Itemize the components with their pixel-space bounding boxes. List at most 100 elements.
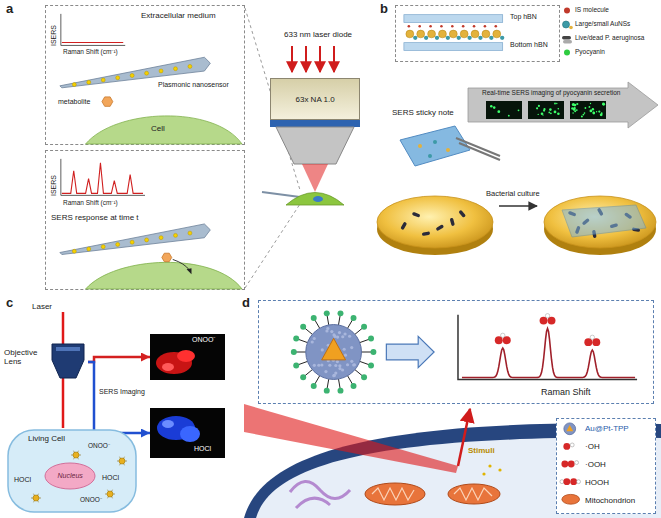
box-text: 63x NA 1.0 — [296, 95, 335, 104]
illustration-circle — [417, 30, 425, 38]
illustration-circle — [554, 103, 556, 105]
imaging-band: Real-time SERS imaging of pyocyanin secr… — [468, 82, 658, 128]
illustration-circle — [446, 36, 450, 40]
illustration-circle — [590, 335, 594, 339]
illustration-circle — [545, 314, 549, 318]
illustration-path — [290, 481, 350, 498]
illustration-circle — [484, 25, 487, 28]
illustration-circle — [291, 349, 297, 355]
illustration-circle — [543, 110, 545, 112]
illustration-rect — [450, 218, 455, 227]
illustration-circle — [602, 103, 605, 106]
illustration-circle — [598, 111, 600, 113]
box-text: HOOH — [585, 478, 609, 487]
illustration-ellipse — [448, 484, 500, 504]
illustration-circle — [145, 238, 149, 242]
illustration-polygon — [400, 126, 470, 166]
illustration-circle — [418, 25, 421, 28]
illustration-circle — [497, 110, 500, 113]
illustration-circle — [498, 468, 501, 471]
illustration-circle — [338, 388, 344, 394]
illustration-line — [333, 46, 335, 72]
illustration-circle — [370, 349, 376, 355]
layer-inset: Top hBNBottom hBN — [395, 5, 560, 62]
legend-swatch — [564, 50, 570, 56]
illustration-circle — [489, 36, 493, 40]
illustration-circle — [536, 107, 538, 109]
illustration-circle — [574, 104, 577, 107]
illustration-circle — [87, 247, 91, 251]
illustration-circle — [130, 240, 134, 244]
illustration-circle — [540, 317, 548, 325]
illustration-polygon — [52, 344, 84, 378]
illustration-path — [462, 328, 635, 377]
illustration-circle — [145, 71, 149, 75]
spectrum-inset: Raman Shift — [258, 300, 654, 404]
illustration-circle — [101, 78, 105, 82]
illustration-ellipse — [544, 196, 656, 248]
illustration-circle — [433, 140, 437, 144]
illustration-circle — [428, 30, 436, 38]
illustration-rect — [8, 430, 136, 512]
illustration-circle — [87, 80, 91, 84]
illustration-circle — [467, 36, 471, 40]
illustration-circle — [541, 112, 544, 115]
illustration-circle — [333, 335, 336, 338]
illustration-circle — [601, 112, 603, 114]
box-text: metabolite — [58, 98, 90, 106]
figure-label: SERS Imaging — [99, 388, 145, 396]
illustration-circle — [548, 112, 550, 114]
box-text: ·OOH — [585, 460, 606, 469]
illustration-circle — [493, 30, 501, 38]
illustration-circle — [556, 103, 557, 104]
illustration-circle — [460, 30, 468, 38]
illustration-g — [400, 210, 466, 236]
illustration-line — [291, 46, 293, 72]
illustration-circle — [424, 36, 428, 40]
legend-text: IS molecule — [575, 6, 609, 13]
illustration-polygon — [60, 224, 210, 255]
box-text: Raman Shift (cm⁻¹) — [63, 199, 118, 206]
illustration-path — [372, 488, 414, 500]
illustration-polygon — [187, 268, 192, 274]
figure-label: Bacterial culture — [486, 190, 540, 199]
figure-label: SERS sticky note — [392, 108, 454, 117]
illustration-circle — [473, 25, 476, 28]
illustration-circle — [350, 360, 353, 363]
illustration-line — [458, 409, 470, 466]
box-text: Plasmonic nanosensor — [158, 81, 229, 89]
illustration-polygon — [468, 82, 658, 128]
illustration-circle — [602, 103, 605, 106]
illustration-circle — [330, 330, 333, 333]
illustration-circle — [557, 113, 560, 116]
sers-image: HOCl — [150, 408, 225, 458]
illustration-circle — [592, 112, 595, 115]
illustration-polygon — [562, 205, 646, 237]
illustration-circle — [343, 332, 346, 335]
illustration-circle — [589, 106, 591, 108]
illustration-circle — [73, 452, 79, 458]
sers-image-shape — [150, 408, 225, 458]
imaging-band-shape — [468, 82, 658, 128]
box-text: Objective Lens — [4, 348, 48, 366]
illustration-circle — [300, 324, 306, 330]
illustration-rect — [400, 222, 407, 231]
panel-letter: b — [380, 2, 388, 17]
box-text: Au@Pt-TPP — [585, 424, 629, 433]
illustration-circle — [494, 25, 497, 28]
panel-letter: a — [6, 2, 13, 17]
illustration-circle — [321, 348, 324, 351]
illustration-circle — [508, 115, 510, 117]
box-text: SERS response at time t — [51, 213, 139, 222]
illustration-circle — [571, 107, 573, 109]
illustration-polygon — [244, 404, 458, 473]
illustration-circle — [563, 21, 570, 28]
legend-text: Large/small AuNSs — [575, 20, 630, 27]
illustration-circle — [313, 337, 316, 340]
illustration-rect — [562, 36, 571, 39]
illustration-circle — [451, 25, 454, 28]
illustration-circle — [413, 36, 417, 40]
illustration-circle — [561, 461, 568, 468]
illustration-circle — [462, 25, 465, 28]
illustration-circle — [440, 25, 443, 28]
